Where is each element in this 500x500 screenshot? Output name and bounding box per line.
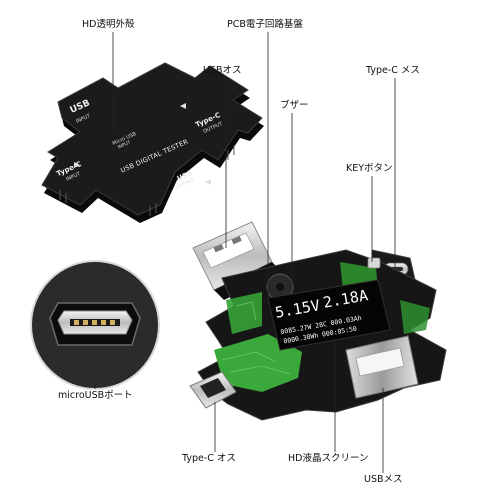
callout-hd-case: HD透明外殻	[82, 19, 135, 30]
callout-typec-male: Type-C オス	[182, 453, 236, 464]
callout-typec-female: Type-C メス	[366, 65, 420, 76]
callout-usb-male: USBオス	[203, 65, 242, 76]
callout-pcb: PCB電子回路基盤	[227, 19, 303, 30]
callout-usb-female: USBメス	[364, 474, 403, 485]
device-front-view	[189, 221, 447, 421]
callout-key-button: KEYボタン	[346, 163, 393, 174]
callout-buzzer: ブザー	[280, 100, 309, 111]
leader-lines	[94, 32, 396, 473]
device-top-view	[41, 62, 264, 223]
callout-hd-lcd: HD液晶スクリーン	[288, 453, 369, 464]
micro-usb-zoom	[30, 260, 160, 390]
callout-micro-usb-port: microUSBポート	[58, 390, 133, 401]
